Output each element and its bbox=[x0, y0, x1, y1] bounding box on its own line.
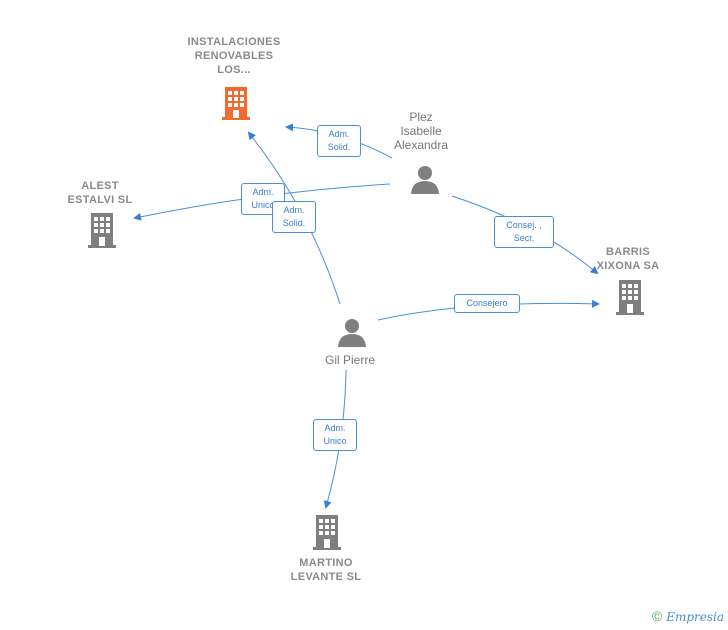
person-icon[interactable] bbox=[410, 164, 440, 194]
company-name-line: INSTALACIONES bbox=[187, 36, 281, 48]
company-name-line: ESTALVI SL bbox=[67, 194, 133, 206]
person-name-line: Plez bbox=[409, 110, 433, 124]
edge-role-line: Consej. , bbox=[506, 220, 542, 230]
edge-role-line: Adm. bbox=[283, 205, 305, 215]
company-name-line: XIXONA SA bbox=[596, 260, 660, 272]
company-label-alest[interactable]: ALEST ESTALVI SL bbox=[55, 179, 145, 207]
edge-label-plez-instalaciones[interactable]: Adm. Solid. bbox=[317, 125, 361, 157]
building-icon[interactable] bbox=[86, 212, 118, 248]
company-label-martino[interactable]: MARTINO LEVANTE SL bbox=[280, 556, 372, 584]
company-name-line: LOS... bbox=[217, 64, 251, 76]
edge-label-plez-barris[interactable]: Consej. , Secr. bbox=[494, 216, 554, 248]
edge-role-line: Solid. bbox=[327, 142, 351, 152]
company-name-line: BARRIS bbox=[606, 246, 650, 258]
edge-role-line: Consejero bbox=[466, 298, 508, 308]
edge-label-gil-martino[interactable]: Adm. Unico bbox=[313, 419, 357, 451]
edge-role-line: Unico bbox=[323, 436, 347, 446]
person-name-line: Gil Pierre bbox=[324, 353, 375, 367]
building-icon[interactable] bbox=[220, 86, 252, 120]
edge-role-line: Unico bbox=[251, 200, 275, 210]
footer-logo[interactable]: ©Empresia bbox=[652, 608, 724, 624]
person-label-gil[interactable]: Gil Pierre bbox=[305, 353, 395, 367]
edge-role-line: Adm. bbox=[252, 187, 274, 197]
person-icon[interactable] bbox=[337, 317, 367, 347]
edge-role-line: Adm. bbox=[328, 129, 350, 139]
building-icon[interactable] bbox=[614, 279, 646, 315]
company-name-line: LEVANTE SL bbox=[290, 571, 362, 583]
company-name-line: ALEST bbox=[81, 180, 119, 192]
person-label-plez[interactable]: Plez Isabelle Alexandra bbox=[381, 110, 461, 152]
copyright-icon: © bbox=[651, 608, 663, 624]
edge-role-line: Solid. bbox=[282, 218, 306, 228]
building-icon[interactable] bbox=[311, 514, 343, 550]
company-name-line: RENOVABLES bbox=[194, 50, 274, 62]
company-label-instalaciones[interactable]: INSTALACIONES RENOVABLES LOS... bbox=[164, 35, 304, 77]
edge-role-line: Secr. bbox=[513, 233, 535, 243]
person-name-line: Isabelle bbox=[400, 124, 442, 138]
person-name-line: Alexandra bbox=[393, 138, 449, 152]
edge-role-line: Adm. bbox=[324, 423, 346, 433]
company-name-line: MARTINO bbox=[299, 557, 353, 569]
company-label-barris[interactable]: BARRIS XIXONA SA bbox=[585, 245, 671, 273]
brand-name: Empresia bbox=[666, 610, 724, 624]
edge-label-gil-barris[interactable]: Consejero bbox=[454, 294, 520, 313]
edge-label-gil-instalaciones[interactable]: Adm. Solid. bbox=[272, 201, 316, 233]
